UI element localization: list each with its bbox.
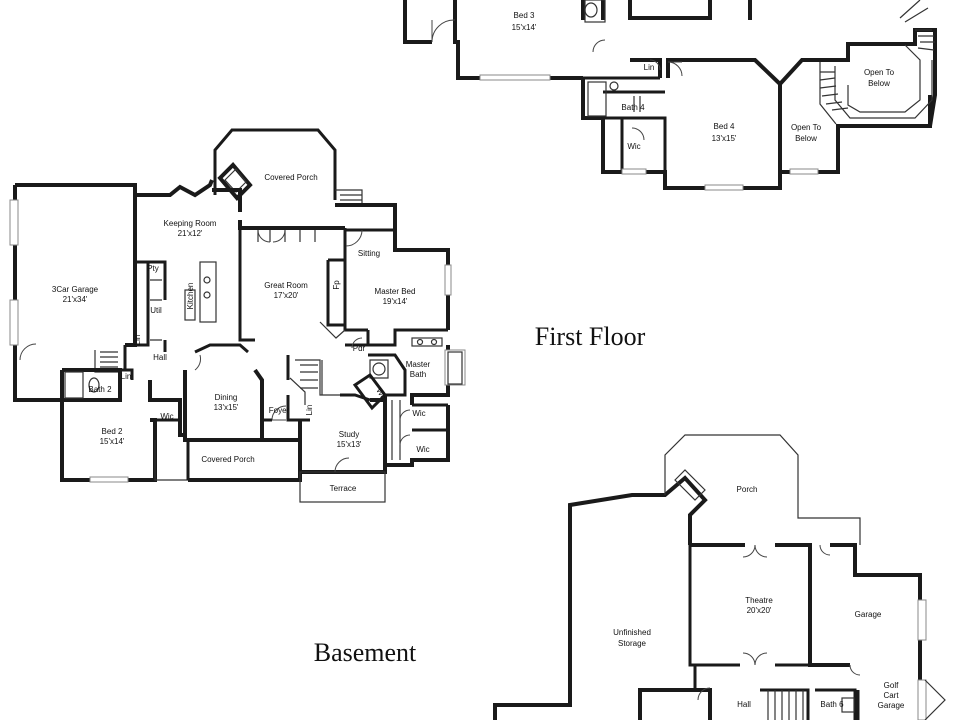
room-pdr: Pdr: [353, 344, 366, 353]
room-sitting: Sitting: [358, 249, 380, 258]
room-bath4: Bath 4: [621, 103, 645, 112]
room-hall: Hall: [153, 353, 167, 362]
room-lin-a: Lin: [133, 335, 142, 346]
room-keeping-dim: 21'x12': [178, 229, 203, 238]
room-master-bed-name: Master Bed: [375, 287, 416, 296]
room-open-below-1a: Open To: [864, 68, 895, 77]
room-lin-b: Lin: [121, 372, 132, 381]
room-great-name: Great Room: [264, 281, 308, 290]
room-open-below-1b: Below: [868, 79, 890, 88]
basement-title: Basement: [314, 638, 417, 667]
room-master-bath-b: Bath: [410, 370, 426, 379]
room-open-below-2b: Below: [795, 134, 817, 143]
room-lin-up: Lin: [644, 63, 655, 72]
first-floor-title: First Floor: [535, 322, 646, 351]
room-bed2-dim: 15'x14': [100, 437, 125, 446]
second-floor-plan: [403, 0, 937, 191]
room-open-below-2a: Open To: [791, 123, 822, 132]
room-wic-a: Wic: [160, 412, 173, 421]
room-bed4-dim: 13'x15': [712, 134, 737, 143]
room-garage3-dim: 21'x34': [63, 295, 88, 304]
room-porch: Porch: [737, 485, 758, 494]
room-bath2: Bath 2: [88, 385, 112, 394]
room-master-bath-a: Master: [406, 360, 431, 369]
room-dining-dim: 13'x15': [214, 403, 239, 412]
room-unfinished-b: Storage: [618, 639, 647, 648]
room-covered-porch-top: Covered Porch: [264, 173, 317, 182]
room-wic-up: Wic: [627, 142, 640, 151]
room-foyer: Foyer: [269, 406, 290, 415]
room-dining-name: Dining: [215, 393, 238, 402]
room-kitchen: Kitchen: [186, 283, 195, 310]
room-lin-c: Lin: [305, 405, 314, 416]
room-golf-c: Garage: [878, 701, 905, 710]
room-theatre-name: Theatre: [745, 596, 773, 605]
room-bed4-name: Bed 4: [714, 122, 735, 131]
room-keeping-name: Keeping Room: [164, 219, 217, 228]
room-bed2-name: Bed 2: [102, 427, 123, 436]
room-bed3-dim: 15'x14': [512, 23, 537, 32]
first-floor-plan: [9, 128, 466, 503]
room-garage3-name: 3Car Garage: [52, 285, 99, 294]
room-bath6: Bath 6: [820, 700, 844, 709]
room-bed3-name: Bed 3: [514, 11, 535, 20]
room-garage-b: Garage: [855, 610, 882, 619]
room-great-dim: 17'x20': [274, 291, 299, 300]
room-master-bed-dim: 19'x14': [383, 297, 408, 306]
room-hall-b: Hall: [737, 700, 751, 709]
room-util: Util: [150, 306, 162, 315]
room-study-name: Study: [339, 430, 359, 439]
room-wic-c: Wic: [416, 445, 429, 454]
room-covered-porch-bot: Covered Porch: [201, 455, 254, 464]
room-study-dim: 15'x13': [337, 440, 362, 449]
room-pty: Pty: [147, 264, 159, 273]
room-theatre-dim: 20'x20': [747, 606, 772, 615]
room-fp: Fp: [332, 280, 341, 290]
basement-plan: [493, 434, 946, 720]
room-unfinished-a: Unfinished: [613, 628, 651, 637]
room-golf-b: Cart: [883, 691, 899, 700]
room-terrace: Terrace: [330, 484, 357, 493]
room-wic-b: Wic: [412, 409, 425, 418]
room-golf-a: Golf: [884, 681, 899, 690]
